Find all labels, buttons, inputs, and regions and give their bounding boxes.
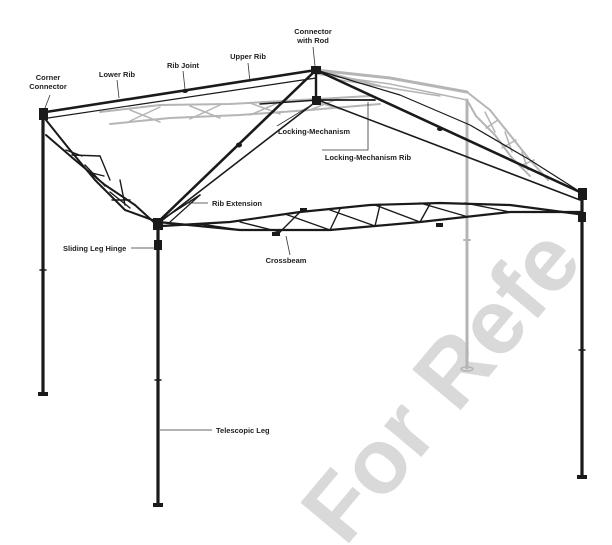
label-sliding-leg-hinge: Sliding Leg Hinge — [63, 244, 126, 253]
corner-connector-center — [153, 218, 163, 230]
watermark: For Refe — [282, 209, 600, 545]
crossbeam-joint — [272, 232, 280, 236]
corner-connector-left — [39, 108, 48, 120]
label-locking-mechanism: Locking-Mechanism — [278, 127, 350, 136]
label-rib-extension: Rib Extension — [212, 199, 262, 208]
rib-joint-front — [236, 142, 242, 148]
watermark-text: For Refe — [282, 209, 600, 545]
rib-joint-upper — [182, 89, 188, 93]
labels: Connector with Rod Upper Rib Rib Joint L… — [29, 27, 411, 435]
main-frame — [38, 66, 587, 507]
label-corner-connector-line1: Corner — [36, 73, 61, 82]
crossbeam-joint-3 — [436, 223, 443, 227]
label-upper-rib: Upper Rib — [230, 52, 266, 61]
label-connector-with-rod-line1: Connector — [294, 27, 332, 36]
crossbeam-joint-2 — [300, 208, 307, 212]
right-leg-hinge — [578, 212, 586, 222]
label-rib-joint: Rib Joint — [167, 61, 200, 70]
rib-joint-right — [437, 127, 443, 131]
locking-mechanism-part — [312, 96, 321, 105]
label-lower-rib: Lower Rib — [99, 70, 136, 79]
label-connector-with-rod-line2: with Rod — [296, 36, 329, 45]
label-telescopic-leg: Telescopic Leg — [216, 426, 270, 435]
leg-foot-left — [38, 392, 48, 396]
leader-lines — [44, 46, 369, 431]
sliding-leg-hinge-part — [154, 240, 162, 250]
leg-foot-right — [577, 475, 587, 479]
label-corner-connector-line2: Connector — [29, 82, 67, 91]
leg-foot-center — [153, 503, 163, 507]
label-locking-mechanism-rib: Locking-Mechanism Rib — [325, 153, 412, 162]
label-crossbeam: Crossbeam — [266, 256, 307, 265]
